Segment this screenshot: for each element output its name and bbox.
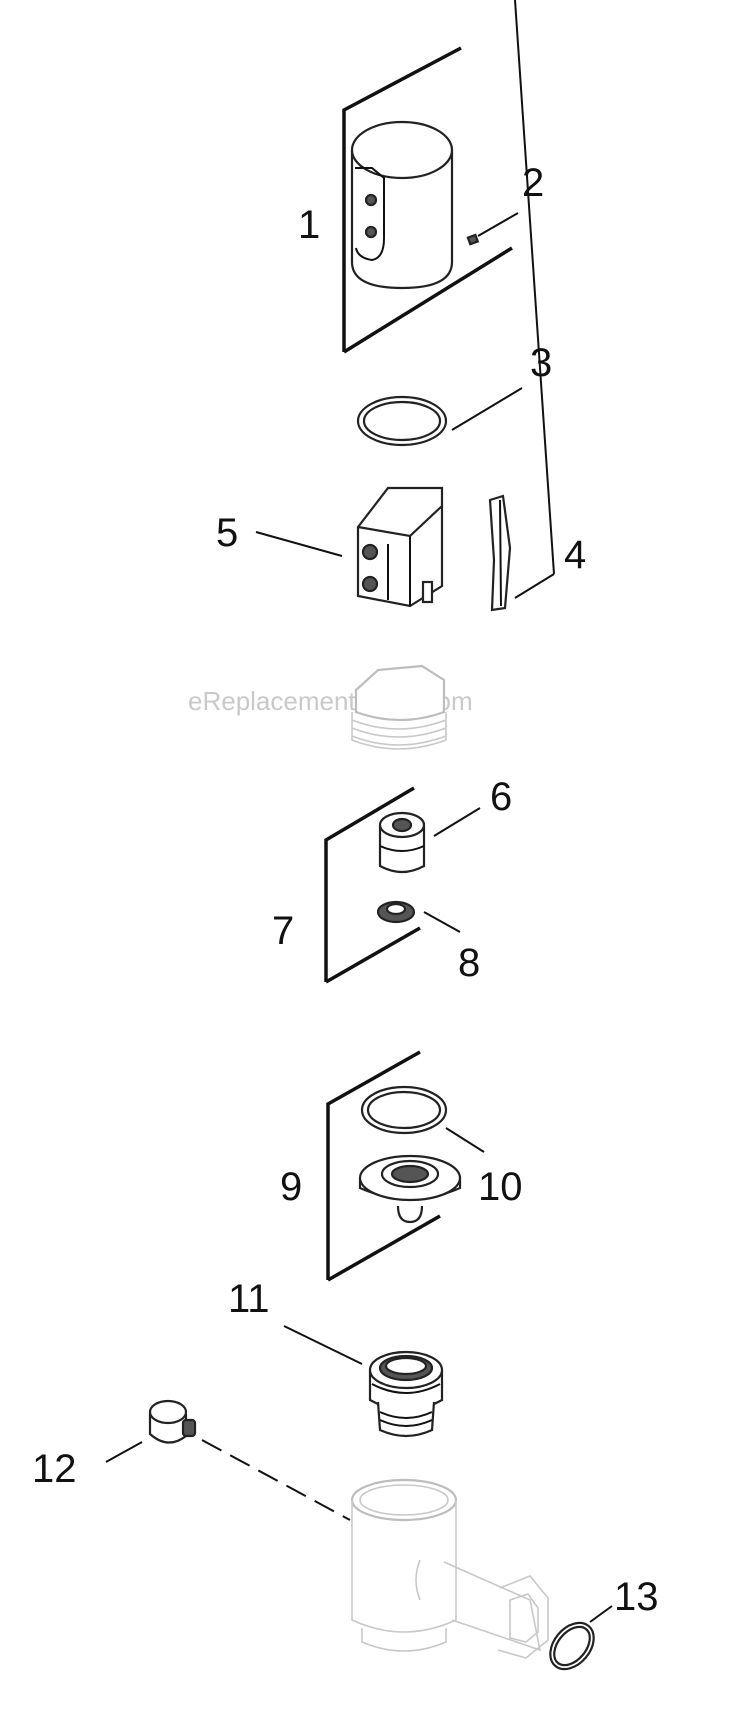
- bracket-group-1: [342, 46, 513, 354]
- callout-2: 2: [522, 161, 544, 205]
- ghosted-valve-body: [350, 1478, 549, 1659]
- callout-6: 6: [490, 775, 512, 819]
- part-9-flange[interactable]: [358, 1154, 462, 1224]
- callout-8: 8: [458, 941, 480, 985]
- bracket-group-9: [326, 1050, 441, 1282]
- callout-3: 3: [530, 341, 552, 385]
- part-1-cover[interactable]: [350, 120, 454, 290]
- bracket-group-7: [324, 786, 421, 984]
- callout-10: 10: [478, 1165, 523, 1209]
- part-6-cap[interactable]: [378, 807, 481, 874]
- ghosted-fitting: [351, 664, 447, 750]
- callout-13: 13: [614, 1575, 659, 1619]
- callout-9: 9: [280, 1165, 302, 1209]
- part-2-screw[interactable]: [466, 212, 519, 246]
- part-3-o-ring[interactable]: [356, 387, 523, 447]
- part-8-seat[interactable]: [376, 900, 461, 933]
- callout-4: 4: [564, 533, 586, 577]
- part-4-lever[interactable]: [488, 0, 555, 612]
- callout-1: 1: [298, 203, 320, 247]
- part-11-piston[interactable]: [283, 1325, 444, 1438]
- part-5-actuator[interactable]: [255, 486, 444, 608]
- part-13-gasket[interactable]: [541, 1605, 613, 1677]
- part-10-ring[interactable]: [360, 1085, 485, 1153]
- callout-12: 12: [32, 1447, 77, 1491]
- callout-5: 5: [216, 511, 238, 555]
- part-12-stop-cap[interactable]: [105, 1399, 351, 1521]
- callout-7: 7: [272, 909, 294, 953]
- callout-11: 11: [228, 1277, 270, 1321]
